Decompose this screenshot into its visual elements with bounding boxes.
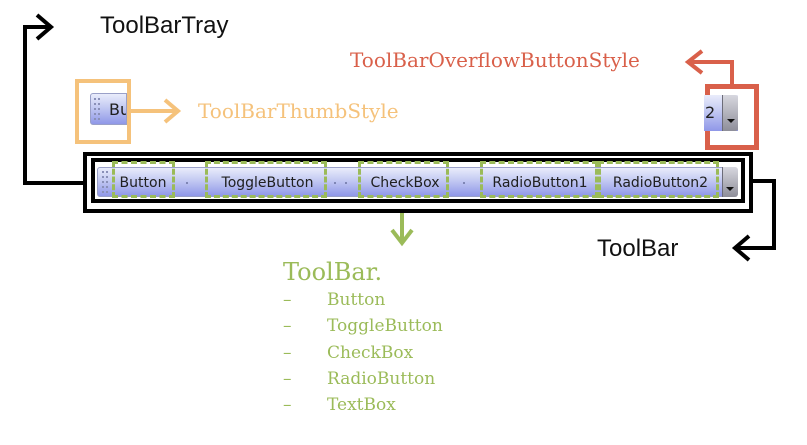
- thumb-preview: Bu: [90, 93, 127, 125]
- item-outline-button: [112, 161, 175, 198]
- toolbar-label: ToolBar: [597, 235, 679, 262]
- overflow-style-label: ToolBarOverflowButtonStyle: [350, 48, 640, 72]
- toolbar-connector: [737, 179, 776, 250]
- toolbar-button[interactable]: Button: [119, 175, 167, 191]
- toolbar-separator: [186, 182, 188, 184]
- list-item: – RadioButton: [283, 369, 483, 393]
- item-outline-radio-button-2: [598, 161, 719, 198]
- grip-dots-icon: [102, 171, 110, 193]
- list-item: – Button: [283, 290, 483, 314]
- grip-dots-icon: [94, 98, 102, 122]
- toolbar-overflow-button[interactable]: [722, 167, 738, 197]
- chevron-down-icon: [727, 119, 735, 123]
- list-item: – CheckBox: [283, 343, 483, 367]
- thumb-style-highlight: [75, 79, 131, 144]
- overflow-style-arrowhead: [684, 49, 704, 75]
- toolbar-tray-connector: [23, 25, 85, 185]
- toolbar-radio-button-1[interactable]: RadioButton1: [492, 175, 588, 191]
- toolbar: Button ToggleButton CheckBox RadioButton…: [97, 167, 738, 197]
- list-item-label: Button: [327, 290, 386, 310]
- item-outline-toggle-button: [205, 161, 327, 198]
- thumb-style-label: ToolBarThumbStyle: [198, 99, 399, 123]
- item-list-title: ToolBar.: [283, 258, 383, 286]
- list-item-label: ToggleButton: [327, 316, 443, 336]
- items-arrowhead: [390, 228, 414, 247]
- toolbar-separator: [334, 182, 336, 184]
- overflow-preview-text: 2: [705, 103, 716, 122]
- list-bullet: –: [283, 343, 292, 363]
- list-bullet: –: [283, 395, 292, 415]
- toolbar-arrowhead: [731, 234, 751, 262]
- item-outline-checkbox: [358, 161, 449, 198]
- toolbar-separator: [345, 182, 347, 184]
- list-item-label: TextBox: [327, 395, 396, 415]
- toolbar-thumb[interactable]: [100, 170, 112, 194]
- toolbar-separator: [463, 182, 465, 184]
- list-item: – TextBox: [283, 395, 483, 419]
- overflow-preview: 2: [704, 95, 738, 131]
- toolbar-tray-arrowhead: [35, 13, 55, 41]
- toolbar-toggle-button[interactable]: ToggleButton: [221, 175, 314, 191]
- toolbar-checkbox[interactable]: CheckBox: [370, 175, 440, 191]
- list-bullet: –: [283, 290, 292, 310]
- item-outline-radio-button-1: [480, 161, 598, 198]
- list-bullet: –: [283, 369, 292, 389]
- list-bullet: –: [283, 316, 292, 336]
- list-item-label: RadioButton: [327, 369, 436, 389]
- list-item: – ToggleButton: [283, 316, 483, 340]
- toolbar-tray-label: ToolBarTray: [100, 12, 229, 39]
- chevron-down-icon: [726, 187, 734, 191]
- thumb-style-arrowhead: [163, 98, 182, 124]
- overflow-style-connector: [690, 60, 734, 84]
- toolbar-radio-button-2[interactable]: RadioButton2: [612, 175, 709, 191]
- thumb-preview-text: Bu: [109, 100, 126, 119]
- list-item-label: CheckBox: [327, 343, 414, 363]
- overflow-preview-button: [722, 95, 738, 131]
